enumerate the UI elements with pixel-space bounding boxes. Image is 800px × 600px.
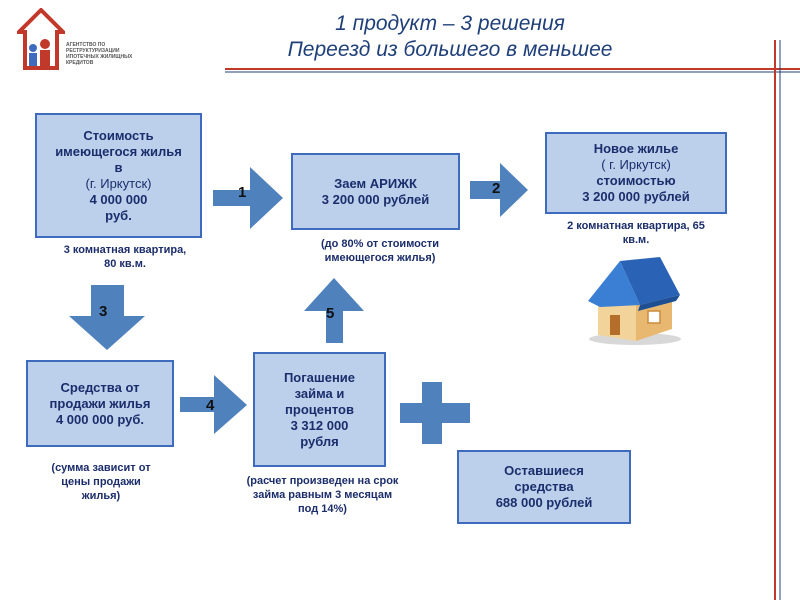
box-line: Новое жилье [593,141,679,156]
agency-logo-icon [17,8,65,70]
arrow-3 [69,285,145,350]
box-line: Оставшиеся [504,463,584,478]
box-line: 3 200 000 рублей [582,189,690,204]
step-4-label: 4 [206,397,215,414]
loan-note: (до 80% от стоимости имеющегося жилья) [290,237,470,265]
arrow-4 [180,375,247,434]
sale-funds-note: (сумма зависит от цены продажи жилья) [36,461,166,503]
current-home-note: 3 комнатная квартира, 80 кв.м. [40,243,210,271]
box-line: Стоимость [83,127,154,143]
box-line: Средства от [60,379,140,395]
box-line: Заем АРИЖК [334,175,417,191]
note-line: 3 комнатная квартира, [63,244,187,256]
new-home-box: Новое жилье ( г. Иркутск) стоимостью 3 2… [545,132,727,214]
box-line: стоимостью [596,173,676,188]
step-3-label: 3 [99,303,108,320]
box-line: продажи жилья [49,395,151,411]
note-line: жилья) [81,490,121,502]
step-5-label: 5 [326,305,335,322]
page-title: 1 продукт – 3 решения [335,12,565,35]
new-home-note: 2 комнатная квартира, 65 кв.м. [541,219,731,247]
repayment-note: (расчет произведен на срок займа равным … [225,474,420,516]
agency-logo-text: Агентство по реструктуризации ипотечных … [66,42,133,66]
box-line: Погашение [283,369,356,385]
note-line: под 14%) [298,503,347,515]
note-line: имеющегося жилья) [324,252,436,264]
box-line: руб. [105,207,132,223]
arrow-2 [470,163,528,217]
remaining-funds-box: Оставшиеся средства 688 000 рублей [457,450,631,524]
step-1-label: 1 [238,184,247,201]
note-line: (до 80% от стоимости [320,238,440,250]
arrow-1 [213,167,283,229]
repayment-box: Погашение займа и процентов 3 312 000 ру… [253,352,386,467]
note-line: займа равным 3 месяцам [252,489,393,501]
box-line: ( г. Иркутск) [601,157,671,172]
box-line: (г. Иркутск) [85,175,152,191]
page-subtitle: Переезд из большего в меньшее [287,38,613,61]
note-line: (сумма зависит от [51,462,151,474]
plus-icon [400,382,470,444]
note-line: 2 комнатная квартира, 65 [567,220,705,232]
loan-box: Заем АРИЖК 3 200 000 рублей [291,153,460,230]
note-line: (расчет произведен на срок [246,475,399,487]
box-line: 4 000 000 руб. [55,411,145,427]
box-line: займа и [294,385,345,401]
box-line: процентов [285,401,354,417]
box-line: 3 312 000 [290,417,349,433]
box-line: средства [514,479,574,494]
current-home-box: Стоимость имеющегося жилья в (г. Иркутск… [35,113,202,238]
sale-funds-box: Средства от продажи жилья 4 000 000 руб. [26,360,174,447]
box-line: имеющегося жилья [55,143,182,159]
note-line: 80 кв.м. [104,258,146,270]
box-line: в [114,159,123,175]
box-line: 688 000 рублей [495,495,593,510]
house-icon [588,257,681,345]
box-line: рубля [300,433,339,449]
box-line: 3 200 000 рублей [321,191,430,207]
step-2-label: 2 [492,180,501,197]
box-line: 4 000 000 [89,191,148,207]
note-line: кв.м. [622,234,650,246]
arrow-5 [304,278,364,343]
note-line: цены продажи [61,476,141,488]
